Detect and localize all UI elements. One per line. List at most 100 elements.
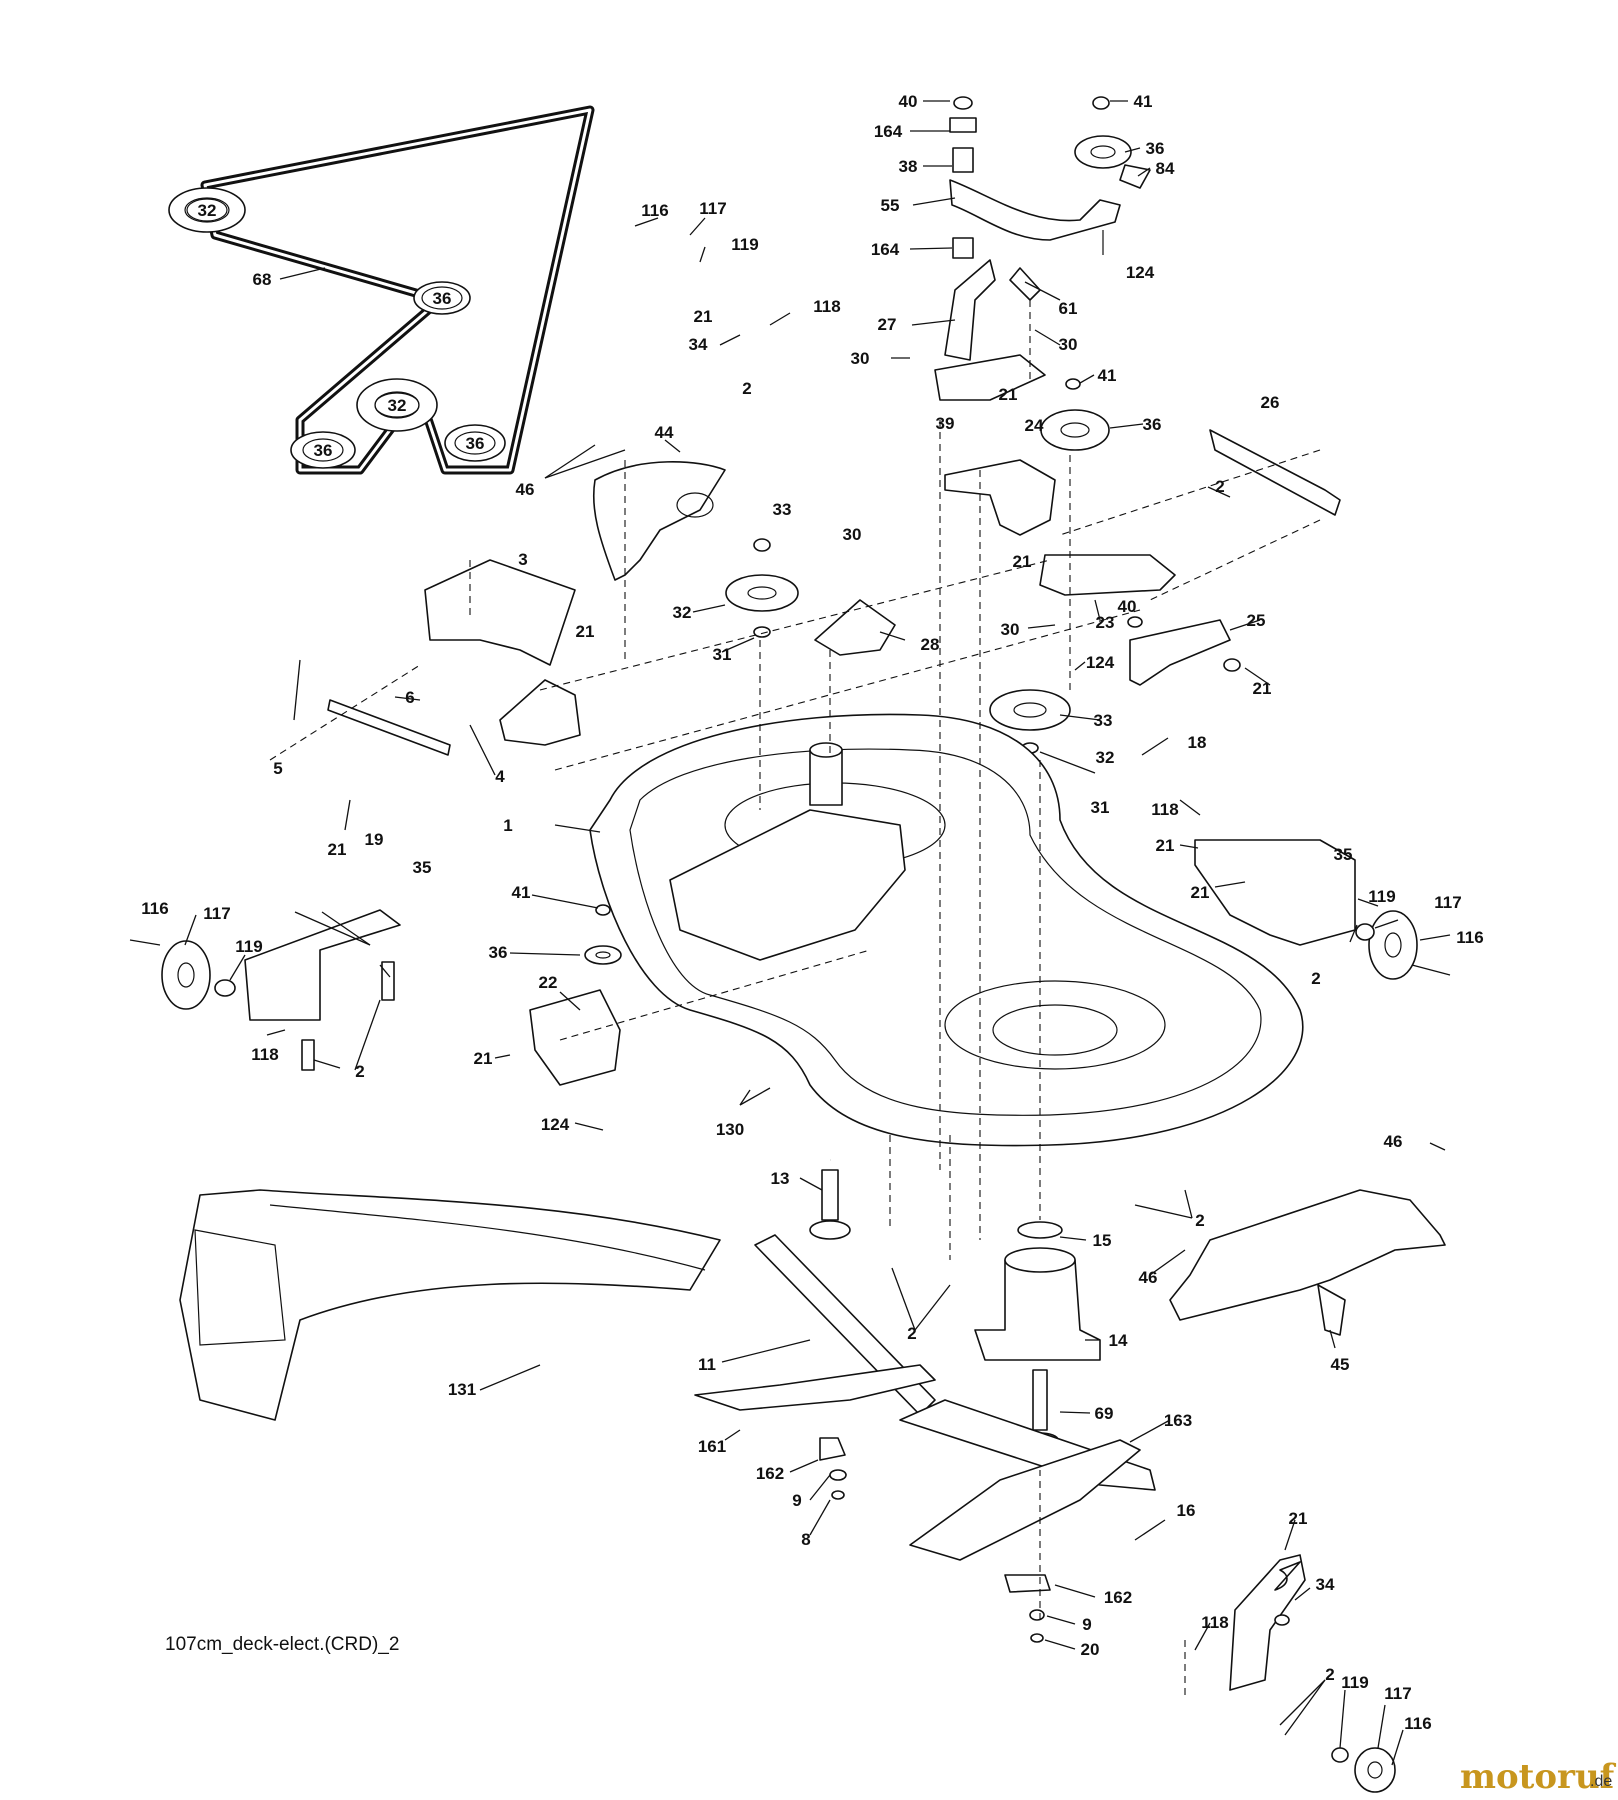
part-label: 130 [716, 1120, 744, 1139]
part-label: 69 [1095, 1404, 1114, 1423]
part-label: 116 [1404, 1714, 1431, 1733]
part-label: 119 [235, 937, 262, 956]
part-label: 162 [756, 1464, 784, 1483]
part-label: 36 [314, 441, 333, 460]
part-label: 32 [388, 396, 407, 415]
belt-68-drawing [168, 105, 595, 475]
leader-lines [184, 100, 1451, 1766]
part-label: 21 [999, 385, 1018, 404]
part-number-labels: 32 36 32 36 36 68 40 164 38 55 164 41 36… [141, 92, 1483, 1733]
part-label: 40 [899, 92, 918, 111]
part-label: 119 [1368, 887, 1395, 906]
part-label: 2 [742, 379, 751, 398]
part-label: 16 [1177, 1501, 1196, 1520]
part-label: 9 [1082, 1615, 1091, 1634]
part-label: 124 [1126, 263, 1155, 282]
right-upper-assembly [944, 378, 1341, 690]
part-label: 3 [518, 550, 527, 569]
part-label: 23 [1096, 613, 1115, 632]
part-label: 13 [771, 1169, 790, 1188]
discharge-chute-131 [179, 1189, 721, 1421]
part-label: 116 [1456, 928, 1483, 947]
part-label: 33 [773, 500, 792, 519]
right-wheel-bracket [1194, 839, 1451, 980]
part-label: 38 [899, 157, 918, 176]
part-label: 36 [489, 943, 508, 962]
mandrel-pulleys [327, 461, 1071, 756]
part-label: 117 [1434, 893, 1461, 912]
diagram-caption: 107cm_deck-elect.(CRD)_2 [165, 1634, 399, 1655]
watermark-suffix: .de [1590, 1773, 1612, 1790]
part-label: 118 [251, 1045, 278, 1064]
part-label: 84 [1156, 159, 1175, 178]
part-label: 8 [801, 1530, 810, 1549]
part-label: 21 [328, 840, 347, 859]
part-label: 32 [673, 603, 692, 622]
part-label: 2 [1311, 969, 1320, 988]
part-label: 45 [1331, 1355, 1350, 1374]
callout-ring [184, 197, 230, 223]
pulley-36-bottom [444, 424, 506, 462]
part-label: 117 [203, 904, 230, 923]
deck-housing-1 [589, 713, 1304, 1147]
part-label: 118 [1151, 800, 1178, 819]
part-label: 119 [731, 235, 758, 254]
part-label: 2 [1215, 477, 1224, 496]
pulley-32-top [168, 187, 246, 233]
part-label: 118 [813, 297, 840, 316]
part-label: 36 [466, 434, 485, 453]
part-label: 31 [1091, 798, 1110, 817]
part-label: 36 [1143, 415, 1162, 434]
part-label: 36 [1146, 139, 1165, 158]
part-label: 30 [851, 349, 870, 368]
part-label: 31 [713, 645, 732, 664]
watermark-text: motoruf [1460, 1757, 1617, 1797]
part-label: 30 [1059, 335, 1078, 354]
part-label: 14 [1109, 1331, 1128, 1350]
part-label: 21 [474, 1049, 493, 1068]
part-label: 32 [1096, 748, 1115, 767]
part-label: 4 [495, 767, 505, 786]
part-label: 118 [1201, 1613, 1228, 1632]
part-label: 164 [871, 240, 900, 259]
part-label: 46 [516, 480, 535, 499]
part-label: 32 [198, 201, 217, 220]
part-label: 20 [1081, 1640, 1100, 1659]
part-label: 2 [1195, 1211, 1204, 1230]
alignment-lines [269, 420, 1186, 1700]
part-label: 117 [1384, 1684, 1411, 1703]
part-label: 21 [1289, 1509, 1308, 1528]
part-label: 44 [655, 423, 674, 442]
part-label: 33 [1094, 711, 1113, 730]
left-wheel-bracket [129, 909, 401, 1071]
part-label: 41 [1134, 92, 1153, 111]
part-label: 46 [1139, 1268, 1158, 1287]
part-label: 34 [689, 335, 708, 354]
part-label: 116 [641, 201, 668, 220]
callout-ring [454, 431, 496, 455]
part-label: 163 [1164, 1411, 1192, 1430]
idler-arm-assembly [934, 96, 1151, 401]
pulley-36-left [290, 431, 356, 469]
part-label: 131 [448, 1380, 476, 1399]
part-label: 2 [907, 1324, 916, 1343]
part-label: 21 [1013, 552, 1032, 571]
part-label: 15 [1093, 1231, 1112, 1250]
part-label: 116 [141, 899, 168, 918]
part-label: 9 [792, 1491, 801, 1510]
part-label: 162 [1104, 1588, 1132, 1607]
part-label: 117 [699, 199, 726, 218]
part-label: 40 [1118, 597, 1137, 616]
part-label: 68 [253, 270, 272, 289]
part-label: 19 [365, 830, 384, 849]
callout-ring [421, 286, 463, 310]
callout-ring [374, 392, 420, 418]
part-label: 27 [878, 315, 897, 334]
part-label: 2 [1325, 1665, 1334, 1684]
deflector-45 [1169, 1189, 1446, 1336]
part-label: 22 [539, 973, 558, 992]
part-label: 34 [1316, 1575, 1335, 1594]
part-label: 124 [541, 1115, 570, 1134]
pulley-32-center [356, 378, 438, 432]
